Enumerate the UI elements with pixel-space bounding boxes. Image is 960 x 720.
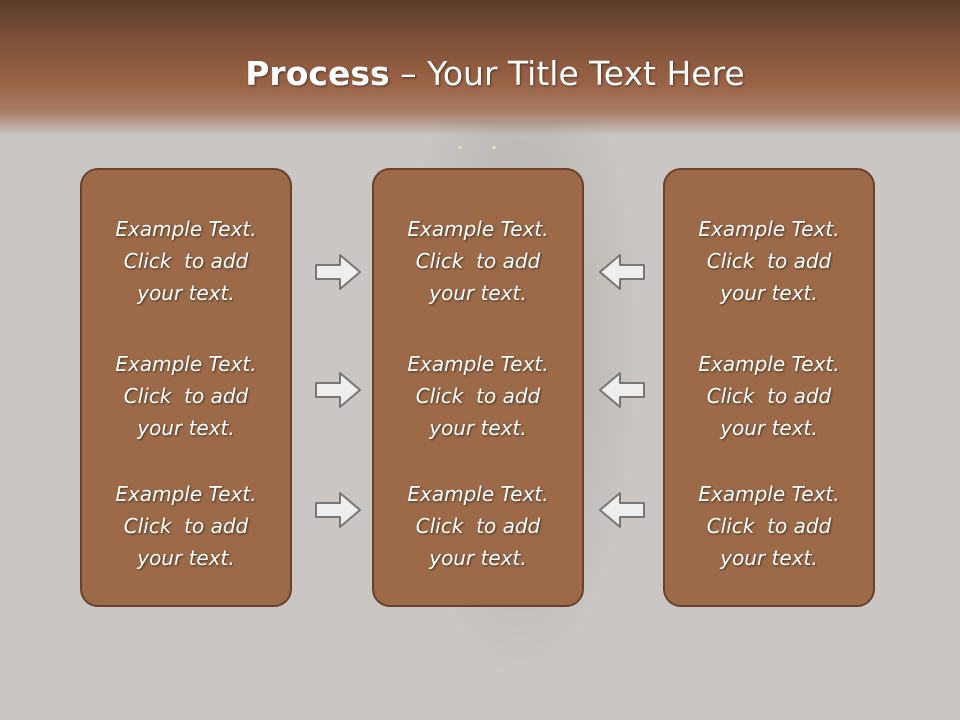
text-line: Click to add [123, 514, 249, 538]
title-bar [0, 0, 960, 135]
slide-title-rest: – Your Title Text Here [389, 54, 745, 93]
text-block[interactable]: Example Text. Click to add your text. [665, 213, 873, 309]
text-line: Example Text. [407, 352, 549, 376]
text-line: your text. [720, 546, 818, 570]
figure-eye-left [458, 146, 462, 149]
text-line: Example Text. [698, 352, 840, 376]
text-block[interactable]: Example Text. Click to add your text. [665, 348, 873, 444]
text-panel-center[interactable]: Example Text. Click to add your text. Ex… [372, 168, 584, 607]
text-block[interactable]: Example Text. Click to add your text. [665, 478, 873, 574]
text-line: Example Text. [115, 482, 257, 506]
slide-title-bold: Process [245, 54, 390, 93]
figure-eye-right [492, 146, 496, 149]
text-line: your text. [429, 416, 527, 440]
text-block[interactable]: Example Text. Click to add your text. [374, 213, 582, 309]
text-line: Click to add [415, 384, 541, 408]
text-line: your text. [429, 281, 527, 305]
text-line: Click to add [706, 384, 832, 408]
text-line: Click to add [706, 249, 832, 273]
text-panel-right[interactable]: Example Text. Click to add your text. Ex… [663, 168, 875, 607]
text-line: Example Text. [698, 482, 840, 506]
slide-title[interactable]: Process – Your Title Text Here [0, 52, 960, 96]
text-line: Click to add [415, 514, 541, 538]
arrow-right-icon [315, 372, 361, 408]
text-block[interactable]: Example Text. Click to add your text. [374, 348, 582, 444]
arrow-left-icon [599, 492, 645, 528]
text-line: Example Text. [115, 217, 257, 241]
text-line: Click to add [123, 384, 249, 408]
text-line: Example Text. [407, 482, 549, 506]
arrow-right-icon [315, 254, 361, 290]
text-line: your text. [137, 281, 235, 305]
text-line: Example Text. [698, 217, 840, 241]
text-block[interactable]: Example Text. Click to add your text. [374, 478, 582, 574]
text-line: your text. [137, 546, 235, 570]
text-line: your text. [429, 546, 527, 570]
text-line: your text. [720, 281, 818, 305]
text-line: Example Text. [407, 217, 549, 241]
text-panel-left[interactable]: Example Text. Click to add your text. Ex… [80, 168, 292, 607]
text-block[interactable]: Example Text. Click to add your text. [82, 478, 290, 574]
text-block[interactable]: Example Text. Click to add your text. [82, 348, 290, 444]
arrow-left-icon [599, 254, 645, 290]
text-line: Click to add [123, 249, 249, 273]
arrow-right-icon [315, 492, 361, 528]
text-line: Click to add [415, 249, 541, 273]
text-line: Click to add [706, 514, 832, 538]
text-line: your text. [137, 416, 235, 440]
text-line: your text. [720, 416, 818, 440]
arrow-left-icon [599, 372, 645, 408]
text-block[interactable]: Example Text. Click to add your text. [82, 213, 290, 309]
text-line: Example Text. [115, 352, 257, 376]
